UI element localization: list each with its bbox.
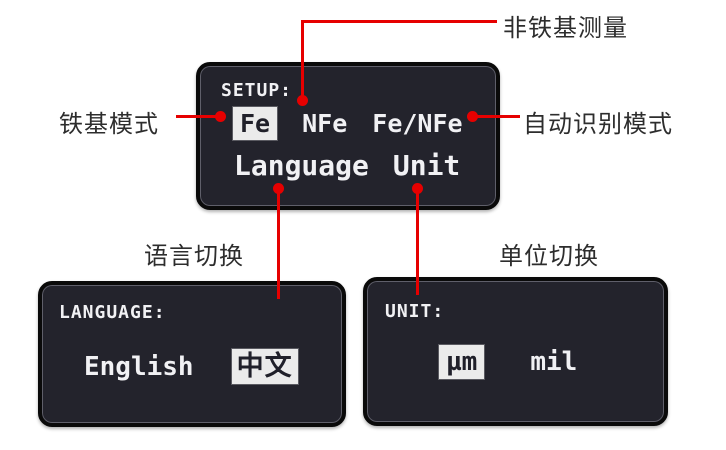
- language-switch-leader-line: [277, 189, 280, 299]
- mode-option-nfe[interactable]: NFe: [302, 109, 348, 138]
- nonferrous-pointer-dot: [297, 95, 308, 106]
- language-switch-pointer-dot: [273, 183, 284, 194]
- unit-option-mil[interactable]: mil: [530, 347, 578, 377]
- unit-screen-title: UNIT:: [385, 301, 445, 322]
- nonferrous-leader-line-vertical: [301, 20, 304, 98]
- nonferrous-leader-line-horizontal: [301, 20, 497, 23]
- unit-screen: UNIT: µm mil: [363, 277, 668, 426]
- auto-detect-leader-line: [472, 115, 520, 118]
- setup-menu-row: Language Unit: [234, 152, 460, 180]
- language-screen-title: LANGUAGE:: [59, 302, 166, 323]
- ferrous-annotation-label: 铁基模式: [59, 111, 159, 138]
- nonferrous-annotation-label: 非铁基测量: [503, 15, 628, 42]
- unit-switch-leader-line: [416, 189, 419, 295]
- unit-options-row: µm mil: [439, 345, 577, 379]
- ferrous-leader-line: [176, 115, 220, 118]
- unit-option-um[interactable]: µm: [439, 345, 485, 379]
- language-options-row: English 中文: [84, 349, 298, 384]
- unit-switch-annotation-label: 单位切换: [499, 243, 599, 270]
- mode-options-row: Fe NFe Fe/NFe: [233, 107, 463, 140]
- language-option-chinese[interactable]: 中文: [231, 349, 298, 384]
- language-screen: LANGUAGE: English 中文: [38, 281, 346, 427]
- language-option-english[interactable]: English: [84, 351, 194, 382]
- setup-screen-title: SETUP:: [221, 80, 293, 101]
- mode-option-fe-nfe[interactable]: Fe/NFe: [372, 109, 463, 138]
- unit-switch-pointer-dot: [412, 183, 423, 194]
- menu-item-unit[interactable]: Unit: [392, 149, 461, 182]
- language-switch-annotation-label: 语言切换: [144, 243, 244, 270]
- mode-option-fe[interactable]: Fe: [233, 107, 278, 140]
- menu-item-language[interactable]: Language: [234, 149, 369, 182]
- setup-screen: SETUP: Fe NFe Fe/NFe Language Unit: [196, 62, 500, 210]
- ferrous-pointer-dot: [215, 111, 226, 122]
- auto-detect-annotation-label: 自动识别模式: [523, 111, 673, 138]
